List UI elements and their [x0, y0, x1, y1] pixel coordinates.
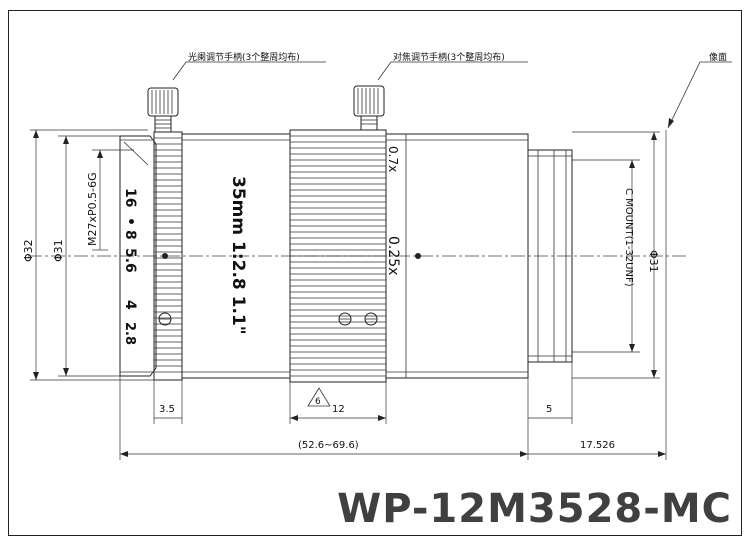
aperture-label: 16 [122, 188, 138, 207]
drawing-frame: 16 • 8 5.6 4 2.8 35mm 1:2.8 1.1" 0.7x 0.… [8, 10, 742, 536]
iris-handle-note: 光阑调节手柄(3个整周均布) [188, 51, 300, 63]
focus-handle-note: 对焦调节手柄(3个整周均布) [393, 51, 505, 63]
thread-label: M27xP0.5-6G [86, 172, 99, 246]
image-plane-leader [667, 61, 732, 129]
iris-dot [162, 253, 168, 259]
iris-handle-knob [147, 87, 179, 117]
aperture-label: 4 [122, 300, 138, 310]
lens-drawing: 16 • 8 5.6 4 2.8 35mm 1:2.8 1.1" 0.7x 0.… [8, 10, 742, 536]
right-dia-label: Φ31 [647, 250, 660, 273]
border [8, 10, 742, 536]
aperture-dot: • [122, 217, 138, 226]
screw-holes [158, 312, 378, 326]
focus-handle-stem [360, 115, 378, 131]
focus-knurl [290, 135, 386, 377]
mag-top: 0.7x [386, 146, 400, 172]
focus-handle-knob [353, 85, 385, 117]
focus-leader [377, 61, 528, 81]
ring-width-label: 3.5 [159, 404, 175, 415]
total-len-label: (52.6~69.6) [298, 440, 359, 451]
inner-dia-label: Φ31 [52, 239, 65, 262]
outer-dia-label: Φ32 [22, 239, 35, 262]
image-plane-note: 像面 [709, 51, 727, 63]
iris-knurl [154, 137, 182, 373]
focus-dot [415, 253, 421, 259]
mag-mid: 0.25x [385, 236, 401, 275]
triangle-mark-label: 6 [315, 397, 321, 407]
aperture-label: 2.8 [122, 322, 137, 345]
triangle-mark [307, 387, 331, 407]
model-number: WP-12M3528-MC [337, 486, 732, 532]
c-mount [527, 149, 573, 363]
focus-width-label: 12 [332, 404, 345, 415]
mount-label: C MOUNT(1-32UNF) [623, 188, 634, 287]
aperture-label: 8 [122, 230, 138, 240]
lens-spec: 35mm 1:2.8 1.1" [228, 176, 248, 335]
flange-label: 17.526 [580, 440, 615, 451]
iris-leader [172, 61, 326, 81]
aperture-label: 5.6 [122, 248, 138, 273]
mount-len-label: 5 [546, 404, 552, 415]
